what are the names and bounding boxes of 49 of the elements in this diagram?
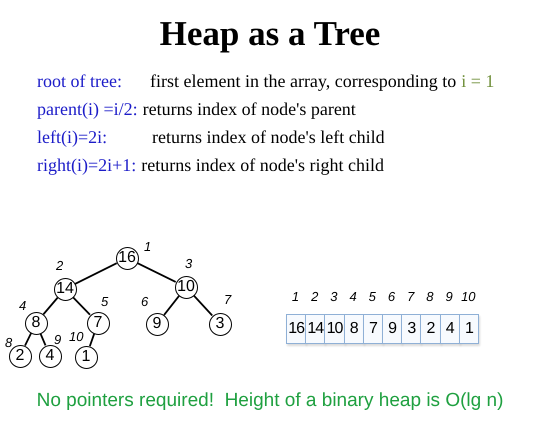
tree-edge (24, 332, 32, 346)
array-cell: 10 (324, 314, 345, 344)
description-text: first element in the array, corresponding to (150, 72, 456, 90)
tree-edge (163, 296, 180, 316)
index-number: 2 (56, 259, 64, 272)
index-number: 5 (368, 290, 377, 303)
function-name: root of tree: (37, 72, 123, 90)
index-number: 7 (224, 293, 232, 306)
array-cell: 2 (420, 314, 441, 344)
array-cell: 7 (362, 314, 383, 344)
description-text: returns index of node's parent (142, 100, 356, 118)
tree-edge (136, 262, 176, 283)
index-formula: i = 1 (461, 72, 494, 90)
array-cell: 14 (305, 314, 326, 344)
caption: No pointers required! Height of a binary heap is O(lg n) (36, 391, 504, 410)
description-text: returns index of node's right child (141, 156, 384, 174)
function-name: right(i)=2i+1: (37, 156, 136, 174)
index-number: 3 (185, 257, 192, 270)
index-number: 7 (406, 290, 416, 303)
tree-edge (74, 262, 118, 285)
index-number: 6 (141, 295, 148, 308)
array-cell: 8 (344, 314, 364, 344)
index-number: 10 (460, 290, 477, 303)
array-cell: 16 (286, 314, 306, 344)
index-number: 1 (290, 290, 300, 303)
index-number: 3 (329, 290, 338, 303)
tree-edge (88, 334, 96, 346)
function-name: parent(i) =i/2: (37, 100, 138, 118)
function-name: left(i)=2i: (37, 128, 108, 146)
array-cell: 3 (401, 314, 422, 344)
title: Heap as a Tree (160, 16, 380, 51)
tree-edge (72, 296, 91, 316)
array-cell: 4 (440, 314, 460, 344)
index-number: 9 (54, 333, 62, 346)
index-number: 6 (386, 290, 396, 303)
index-number: 2 (310, 290, 320, 303)
index-number: 9 (444, 290, 454, 303)
array-cell: 9 (382, 314, 402, 344)
description-text: returns index of node's left child (152, 128, 385, 146)
index-number: 4 (348, 290, 358, 303)
tree-edge (40, 333, 46, 346)
index-number: 4 (19, 299, 26, 312)
tree-edge (193, 294, 213, 316)
index-number: 8 (425, 290, 434, 303)
index-number: 1 (144, 240, 152, 253)
array-cell: 1 (458, 314, 479, 344)
index-number: 5 (101, 295, 108, 308)
index-number: 10 (69, 330, 84, 343)
tree-edge (42, 297, 58, 315)
